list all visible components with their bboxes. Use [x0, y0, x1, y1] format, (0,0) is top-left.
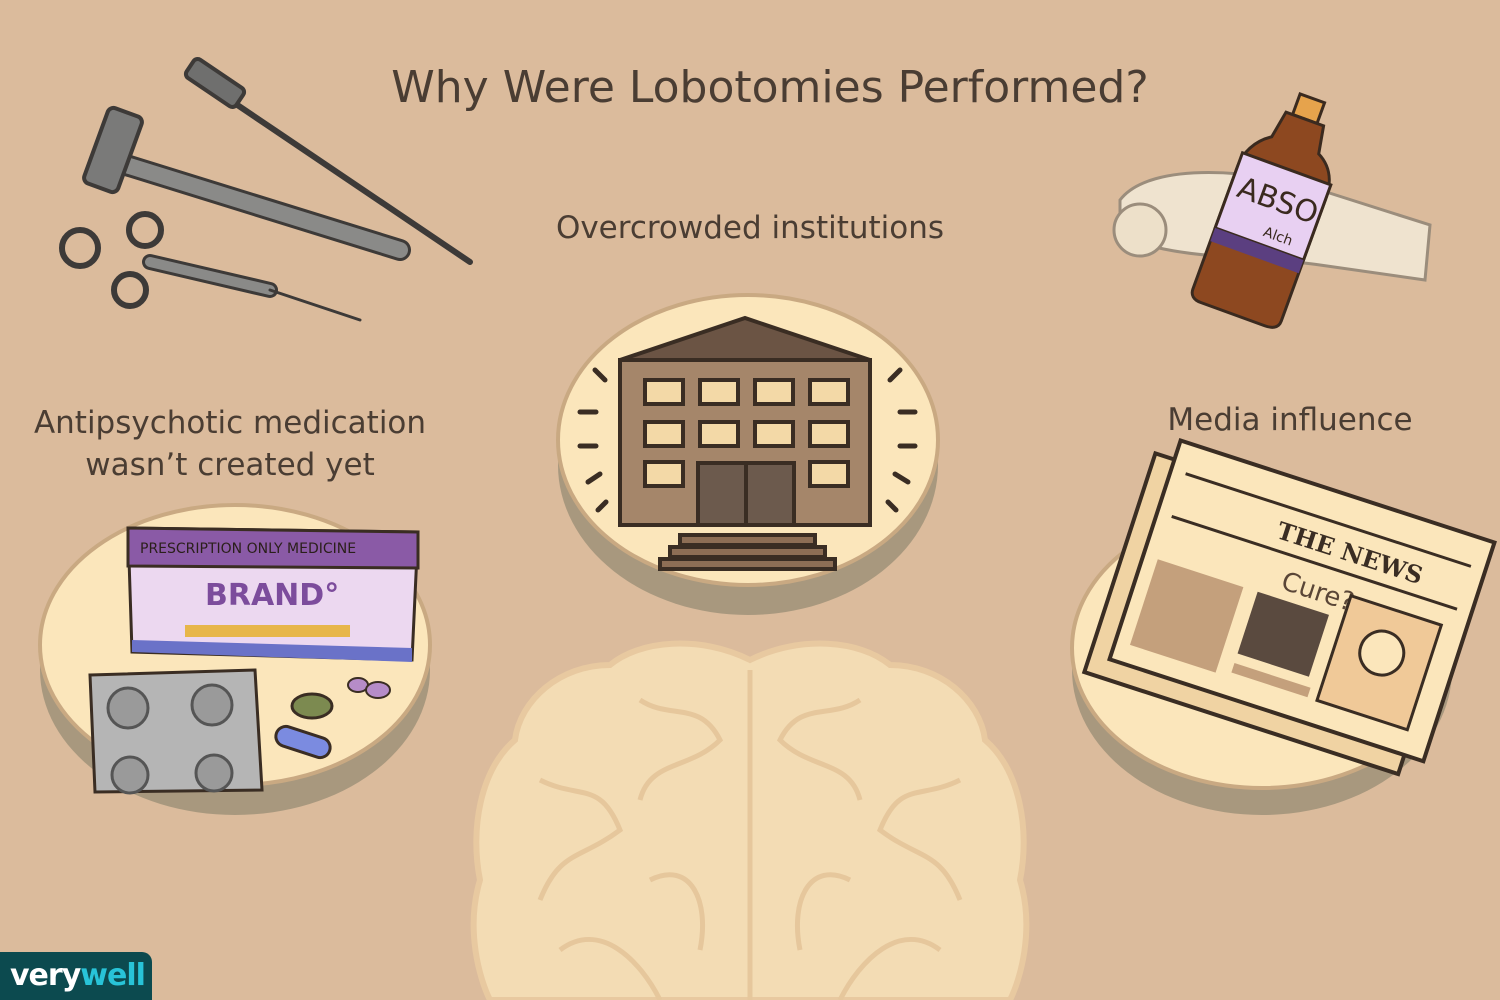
surgical-tools-icon: [59, 57, 473, 322]
newspaper-icon: THE NEWS Cure?: [1081, 437, 1497, 777]
pill-icon: [290, 692, 334, 720]
verywell-logo[interactable]: verywell: [0, 952, 152, 1000]
logo-part-well: well: [80, 958, 146, 993]
caption-antipsychotic-medication: Antipsychotic medication wasn’t created …: [20, 402, 440, 486]
caption-overcrowded-institutions: Overcrowded institutions: [555, 210, 945, 246]
medication-plate: PRESCRIPTION ONLY MEDICINE BRAND°: [38, 503, 432, 815]
capsule-icon: [274, 724, 332, 760]
medicine-brand: BRAND°: [205, 578, 339, 613]
pill-blister-icon: [88, 668, 264, 795]
medicine-box-header: PRESCRIPTION ONLY MEDICINE: [140, 541, 356, 557]
page-title: Why Were Lobotomies Performed?: [391, 62, 1149, 113]
media-plate: THE NEWS Cure?: [1070, 437, 1497, 815]
overcrowded-institution-plate: [556, 293, 940, 615]
alcohol-bottle-icon: ABSO Alch: [1112, 91, 1432, 329]
caption-media-influence: Media influence: [1167, 402, 1413, 438]
medicine-box-icon: PRESCRIPTION ONLY MEDICINE BRAND°: [126, 526, 420, 662]
brain-illustration: [470, 640, 1030, 1000]
logo-part-very: very: [10, 958, 81, 993]
caption-line-2: wasn’t created yet: [85, 447, 375, 483]
building-icon: [618, 315, 872, 571]
caption-line-1: Antipsychotic medication: [33, 405, 427, 441]
